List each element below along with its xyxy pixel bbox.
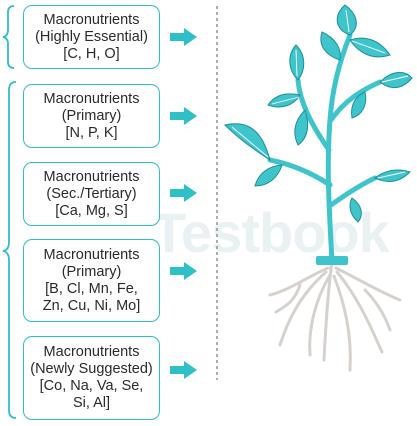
brace-top: [2, 5, 15, 69]
box-3-title: Macronutrients: [43, 168, 140, 185]
box-5-elements-line2: Si, Al]: [72, 395, 111, 411]
arrow-4: [170, 262, 197, 280]
box-1-category: (Highly Essential): [35, 28, 148, 45]
box-5-elements-line1: [Co, Na, Va, Se,: [39, 378, 144, 394]
box-4-elements-line2: Zn, Cu, Ni, Mo]: [42, 297, 141, 314]
box-2-elements: [N, P, K]: [65, 124, 118, 141]
box-1-elements: [C, H, O]: [63, 45, 120, 62]
box-3-elements: [Ca, Mg, S]: [55, 202, 128, 219]
nutrient-box-1: Macronutrients (Highly Essential) [C, H,…: [23, 5, 160, 69]
arrow-3: [170, 184, 197, 202]
box-4-title: Macronutrients: [43, 246, 140, 263]
arrow-1: [170, 28, 197, 46]
box-2-category: (Primary): [61, 107, 122, 124]
arrow-2: [170, 107, 197, 125]
box-1-title: Macronutrients: [43, 11, 140, 28]
plant-base: [316, 256, 348, 265]
nutrient-box-3: Macronutrients (Sec./Tertiary) [Ca, Mg, …: [23, 162, 160, 226]
box-5-category: (Newly Suggested): [30, 361, 153, 377]
brace-bottom: [2, 81, 17, 419]
arrow-5: [170, 361, 197, 379]
box-4-elements-line1: [B, Cl, Mn, Fe,: [45, 280, 138, 297]
plant-stems: [267, 32, 383, 265]
watermark: Testbook: [152, 201, 390, 264]
box-3-category: (Sec./Tertiary): [46, 185, 137, 202]
box-2-title: Macronutrients: [43, 90, 140, 107]
plant-roots: [268, 260, 402, 372]
plant-leaves: [223, 4, 413, 223]
arrows: [170, 28, 197, 379]
box-5-title: Macronutrients: [43, 344, 140, 360]
nutrient-box-5: Macronutrients (Newly Suggested) [Co, Na…: [23, 336, 160, 420]
leaf-veins: [231, 9, 409, 179]
box-4-category: (Primary): [61, 263, 122, 280]
nutrient-box-4: Macronutrients (Primary) [B, Cl, Mn, Fe,…: [23, 239, 160, 322]
nutrient-box-2: Macronutrients (Primary) [N, P, K]: [23, 84, 160, 148]
